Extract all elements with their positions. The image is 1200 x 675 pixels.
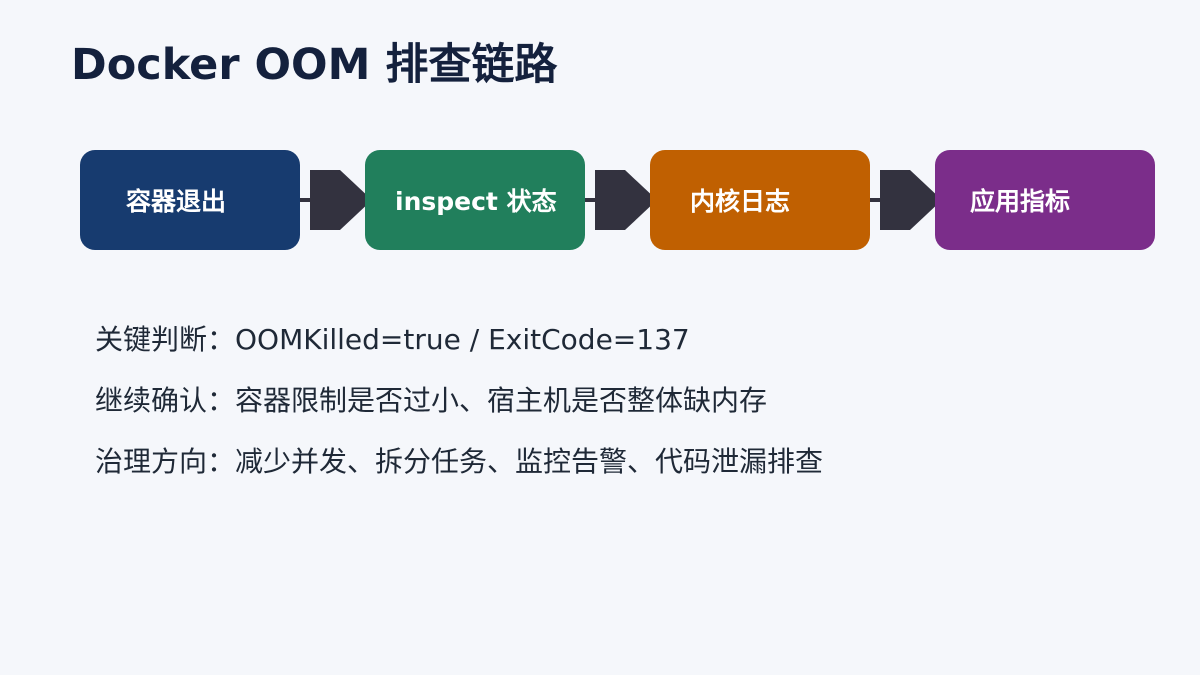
- page-title: Docker OOM 排查链路: [71, 40, 558, 90]
- troubleshooting-flow: 容器退出 inspect 状态 内核日志 应用指标: [0, 0, 1200, 300]
- flow-step-label: inspect 状态: [395, 187, 557, 216]
- flow-step-label: 内核日志: [690, 187, 791, 216]
- note-further-check: 继续确认：容器限制是否过小、宿主机是否整体缺内存: [95, 384, 768, 417]
- note-key-judgement: 关键判断：OOMKilled=true / ExitCode=137: [95, 323, 690, 356]
- flow-step-app-metrics: 应用指标: [935, 150, 1155, 250]
- flow-step-label: 容器退出: [126, 187, 227, 216]
- flow-step-kernel-log: 内核日志: [650, 150, 870, 250]
- arrow-right-icon: [585, 170, 657, 230]
- flow-step-container-exit: 容器退出: [80, 150, 300, 250]
- notes-list: 关键判断：OOMKilled=true / ExitCode=137 继续确认：…: [95, 318, 823, 501]
- flow-step-label: 应用指标: [970, 187, 1071, 216]
- arrow-right-icon: [870, 170, 942, 230]
- note-remediation: 治理方向：减少并发、拆分任务、监控告警、代码泄漏排查: [95, 445, 824, 478]
- arrow-right-icon: [300, 170, 372, 230]
- flow-step-inspect-status: inspect 状态: [365, 150, 585, 250]
